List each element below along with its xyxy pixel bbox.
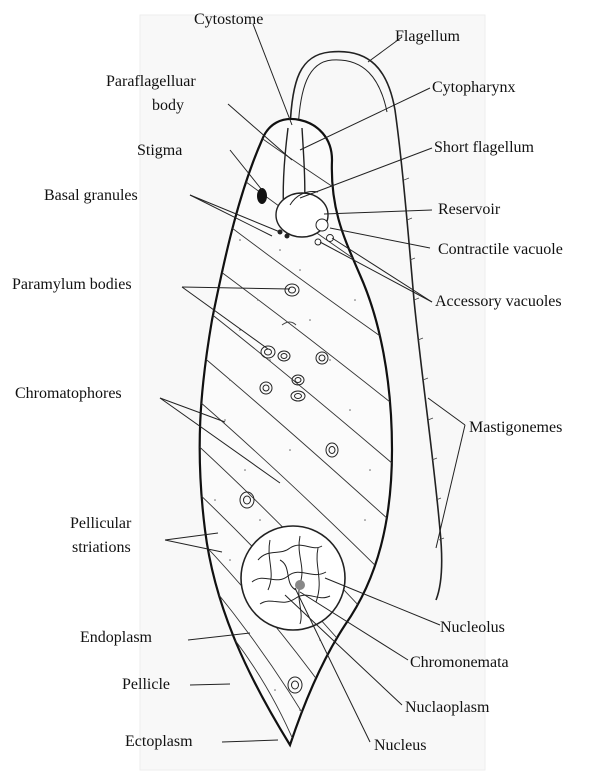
label-pellicle: Pellicle xyxy=(122,676,170,693)
label-accessory-vacuoles: Accessory vacuoles xyxy=(435,293,562,310)
label-paramylum-bodies: Paramylum bodies xyxy=(12,276,132,293)
label-basal-granules: Basal granules xyxy=(44,187,138,204)
nucleus xyxy=(241,526,345,630)
label-mastigonemes: Mastigonemes xyxy=(469,419,562,436)
label-pellicular-striations-line1: Pellicular xyxy=(70,515,132,532)
stigma xyxy=(257,188,267,204)
nucleolus-body xyxy=(295,580,305,590)
label-paraflagellar-body-line1: Paraflagelluar xyxy=(106,73,196,90)
label-cytopharynx: Cytopharynx xyxy=(432,79,516,96)
label-cytostome: Cytostome xyxy=(194,11,263,28)
label-chromatophores: Chromatophores xyxy=(15,385,122,402)
label-paraflagellar-body-line2: body xyxy=(152,97,184,114)
contractile-vacuole xyxy=(316,219,328,231)
label-stigma: Stigma xyxy=(137,142,182,159)
label-reservoir: Reservoir xyxy=(438,201,501,218)
label-ectoplasm: Ectoplasm xyxy=(125,733,193,750)
label-nuclaoplasm: Nuclaoplasm xyxy=(405,699,490,716)
basal-granule xyxy=(285,234,290,239)
label-nucleolus: Nucleolus xyxy=(440,619,505,636)
label-flagellum: Flagellum xyxy=(395,28,460,45)
label-nucleus: Nucleus xyxy=(374,737,426,754)
label-short-flagellum: Short flagellum xyxy=(434,139,535,156)
label-endoplasm: Endoplasm xyxy=(80,629,153,646)
label-chromonemata: Chromonemata xyxy=(410,654,509,671)
label-contractile-vacuole: Contractile vacuole xyxy=(438,241,563,258)
label-pellicular-striations-line2: striations xyxy=(72,539,131,556)
